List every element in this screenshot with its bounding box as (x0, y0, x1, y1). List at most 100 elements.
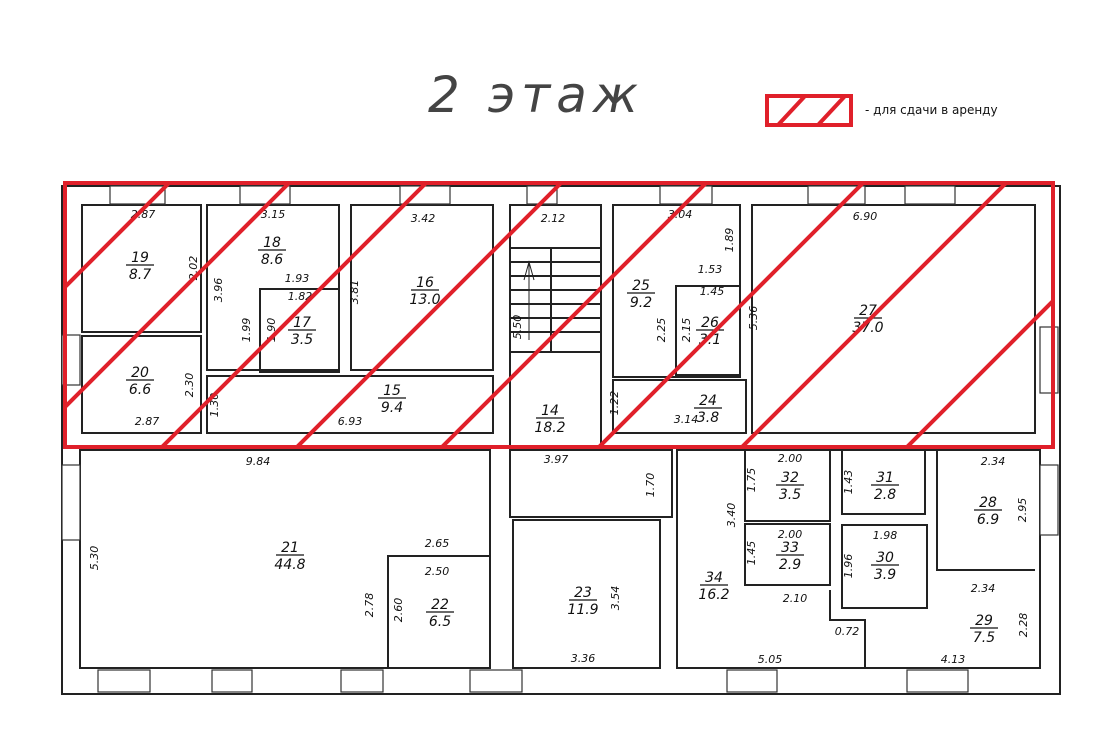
room-area: 18.2 (534, 420, 565, 436)
room-number: 23 (574, 585, 592, 601)
room-area: 9.2 (630, 295, 652, 311)
dimension-label: 2.34 (981, 455, 1006, 468)
room-area: 8.7 (129, 267, 151, 283)
corridor-outline (509, 449, 673, 518)
room-20-outline (81, 335, 202, 434)
room-number: 17 (293, 315, 311, 331)
dimension-label: 1.53 (698, 263, 723, 276)
room-area: 13.0 (409, 292, 440, 308)
dimension-label: 3.15 (261, 208, 286, 221)
room-33-outline (744, 523, 831, 586)
dimension-label: 2.15 (680, 318, 693, 343)
room-26-outline (675, 285, 741, 376)
dimension-label: 2.65 (425, 537, 450, 550)
dimension-label: 9.84 (246, 455, 271, 468)
dimension-label: 3.14 (674, 413, 699, 426)
room-area: 6.6 (129, 382, 151, 398)
dimension-label: 3.81 (348, 280, 361, 305)
legend: - для сдачи в аренду (765, 94, 998, 127)
dimension-label: 2.30 (183, 373, 196, 398)
dimension-label: 1.70 (644, 473, 657, 498)
legend-hatch (816, 94, 847, 127)
room-number: 21 (281, 540, 299, 556)
room-number: 19 (131, 250, 149, 266)
dimension-label: 2.12 (541, 212, 566, 225)
dimension-label: 3.54 (609, 586, 622, 611)
dimension-label: 3.96 (212, 278, 225, 303)
room-27-outline (751, 204, 1036, 434)
outer-wall (61, 185, 1061, 695)
room-30-outline (841, 524, 928, 609)
room-area: 16.2 (698, 587, 729, 603)
room-23-outline (512, 519, 661, 669)
room-area: 44.8 (274, 557, 305, 573)
room-label: 188.6 (258, 235, 286, 268)
room-number: 25 (632, 278, 650, 294)
room-number: 20 (131, 365, 149, 381)
dimension-label: 5.50 (511, 315, 524, 340)
hatch-line (596, 183, 866, 447)
room-17-outline (259, 288, 340, 373)
dimension-label: 5.05 (758, 653, 783, 666)
dimension-label: 3.97 (544, 453, 569, 466)
dimension-label: 2.00 (778, 528, 803, 541)
dimension-label: 2.60 (392, 598, 405, 623)
walls (61, 185, 1061, 695)
dimension-label: 1.45 (700, 285, 725, 298)
hatch-line (65, 183, 172, 290)
dimension-label: 2.10 (783, 592, 808, 605)
room-label: 206.6 (126, 365, 154, 398)
hatch-line (294, 183, 564, 447)
room-18-outline (206, 204, 340, 371)
dimension-label: 1.89 (723, 228, 736, 253)
room-label: 332.9 (776, 540, 804, 573)
dimension-label: 1.45 (745, 541, 758, 566)
room-area: 9.4 (381, 400, 403, 416)
dimension-label: 2.50 (425, 565, 450, 578)
floor-title: 2 этаж (428, 66, 644, 124)
dimension-label: 5.36 (747, 306, 760, 331)
room-number: 14 (541, 403, 559, 419)
legend-text: - для сдачи в аренду (865, 103, 998, 117)
room-number: 15 (383, 383, 401, 399)
room-area: 6.5 (429, 614, 451, 630)
hatch-line (904, 298, 1053, 447)
room-number: 16 (416, 275, 434, 291)
hatch-line (65, 183, 292, 410)
dimension-label: 2.00 (778, 452, 803, 465)
dimension-label: 1.75 (745, 468, 758, 493)
room-area: 3.8 (697, 410, 719, 426)
rental-area (63, 181, 1055, 449)
dimension-label: 2.34 (971, 582, 996, 595)
dimension-label: 2.95 (1016, 498, 1029, 523)
room-32-outline (744, 449, 831, 522)
dimension-label: 1.99 (240, 318, 253, 343)
room-22-outline (387, 555, 491, 669)
room-number: 34 (705, 570, 723, 586)
room-area: 11.9 (567, 602, 598, 618)
room-area: 6.9 (977, 512, 999, 528)
dimension-label: 4.13 (941, 653, 966, 666)
room-label: 312.8 (871, 470, 899, 503)
room-number: 30 (876, 550, 894, 566)
room-area: 37.0 (852, 320, 883, 336)
dimension-label: 3.42 (411, 212, 436, 225)
dimension-label: 1.96 (842, 554, 855, 579)
room-number: 28 (979, 495, 997, 511)
dimension-label: 1.98 (873, 529, 898, 542)
hatch-line (159, 183, 429, 447)
dimension-label: 2.25 (655, 318, 668, 343)
room-24-outline (612, 379, 747, 434)
legend-swatch (765, 94, 853, 127)
room-label: 259.2 (627, 278, 655, 311)
room-number: 29 (975, 613, 993, 629)
room-area: 3.5 (291, 332, 313, 348)
room-label: 198.7 (126, 250, 154, 283)
hatch-line (739, 183, 1009, 447)
room-29-outline (829, 590, 866, 668)
room-label: 159.4 (378, 383, 406, 416)
